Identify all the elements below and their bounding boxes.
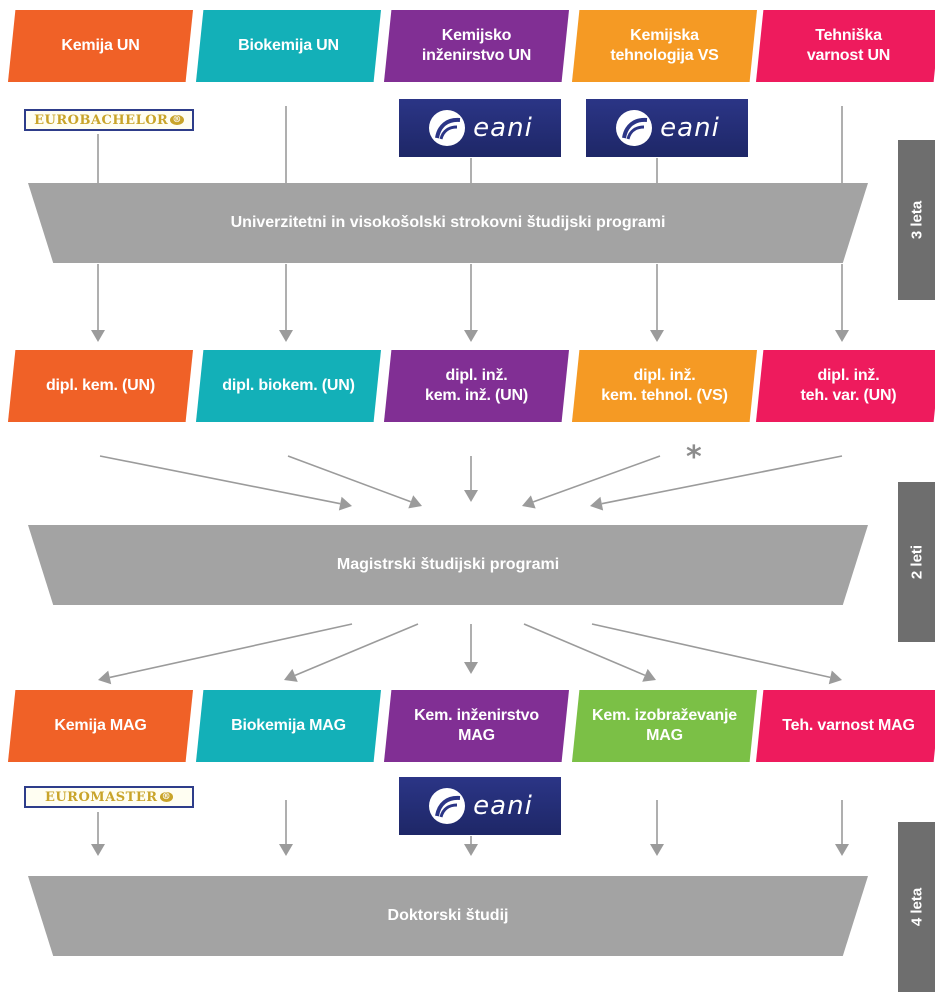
program-kemijsko-inzenirstvo-un: Kemijsko inženirstvo UN (384, 10, 569, 82)
eurobachelor-logo: Eurobachelor® (24, 109, 194, 131)
program-label: Teh. varnost MAG (782, 717, 915, 734)
program-label: Tehniška varnost UN (806, 27, 891, 64)
program-label: Biokemija UN (238, 37, 339, 54)
footnote-asterisk: * (686, 440, 702, 475)
program-biokemija-un: Biokemija UN (196, 10, 381, 82)
masters-to-program-arrow-line (591, 623, 831, 679)
degree-to-masters-arrow-head (464, 490, 478, 502)
masters-to-program-arrow-line (523, 623, 646, 677)
band-label: Doktorski študij (387, 907, 509, 924)
program-kem-izobrazevanje-mag: Kem. izobraževanje MAG (572, 690, 757, 762)
band-to-degree-arrow-head (464, 330, 478, 342)
program-teh-varnost-mag: Teh. varnost MAG (756, 690, 935, 762)
doctoral-band: Doktorski študij (28, 876, 868, 956)
masters-to-program-arrow-head (828, 670, 842, 685)
degree-to-masters-arrow-head (522, 495, 536, 509)
masters-to-program-arrow-head (284, 668, 298, 682)
duration-label: 3 leta (908, 200, 925, 240)
degree-to-masters-arrow-line (99, 455, 341, 505)
band-label: Magistrski študijski programi (336, 556, 560, 573)
degree-dipl-kem: dipl. kem. (UN) (8, 350, 193, 422)
registered-mark: ® (159, 792, 174, 802)
euromaster-logo: Euromaster® (24, 786, 194, 808)
degree-label: dipl. inž. kem. inž. (UN) (425, 367, 528, 404)
degree-to-masters-arrow-line (287, 455, 412, 503)
degree-dipl-inz-kem-tehnol: dipl. inž. kem. tehnol. (VS) (572, 350, 757, 422)
masters-band: Magistrski študijski programi (28, 525, 868, 605)
duration-undergraduate: 3 leta (898, 140, 935, 300)
program-label: Kem. inženirstvo MAG (414, 707, 539, 744)
degree-dipl-inz-kem-inz: dipl. inž. kem. inž. (UN) (384, 350, 569, 422)
degree-label: dipl. inž. teh. var. (UN) (800, 367, 897, 404)
feani-swoosh-icon (429, 110, 466, 146)
feani-swoosh-icon (616, 110, 653, 146)
program-label: Kemija MAG (54, 717, 147, 734)
masters-to-program-arrow-head (98, 670, 112, 685)
duration-masters: 2 leti (898, 482, 935, 642)
degree-to-masters-arrow-head (338, 496, 352, 511)
feani-logo: eani (399, 777, 561, 835)
band-to-degree-arrow-head (650, 330, 664, 342)
program-label: Kemija UN (61, 37, 140, 54)
program-kemijska-tehnologija-vs: Kemijska tehnologija VS (572, 10, 757, 82)
band-to-degree-arrow-head (91, 330, 105, 342)
program-label: Biokemija MAG (231, 717, 346, 734)
program-label: Kem. izobraževanje MAG (592, 707, 737, 744)
feani-text: eani (660, 113, 720, 143)
eurobachelor-text: Eurobachelor (34, 112, 169, 128)
degree-label: dipl. kem. (UN) (45, 377, 155, 394)
program-tehniska-varnost-un: Tehniška varnost UN (756, 10, 935, 82)
band-to-degree-arrow-head (835, 330, 849, 342)
degree-dipl-inz-teh-var: dipl. inž. teh. var. (UN) (756, 350, 935, 422)
band-label: Univerzitetni in visokošolski strokovni … (230, 214, 666, 231)
undergraduate-band: Univerzitetni in visokošolski strokovni … (28, 183, 868, 263)
degree-to-masters-arrow-head (590, 496, 604, 511)
program-label: Kemijsko inženirstvo UN (421, 27, 532, 64)
masters-to-doctoral-arrow-head (650, 844, 664, 856)
masters-to-program-arrow-head (464, 662, 478, 674)
degree-to-masters-arrow-line (601, 455, 843, 505)
feani-text: eani (473, 791, 533, 821)
euromaster-text: Euromaster (44, 789, 158, 805)
feani-swoosh-icon (429, 788, 466, 824)
feani-logo: eani (399, 99, 561, 157)
masters-to-program-arrow-line (294, 623, 419, 677)
degree-label: dipl. biokem. (UN) (222, 377, 355, 394)
band-to-degree-arrow-head (279, 330, 293, 342)
feani-text: eani (473, 113, 533, 143)
program-biokemija-mag: Biokemija MAG (196, 690, 381, 762)
program-label: Kemijska tehnologija VS (610, 27, 719, 64)
masters-to-doctoral-arrow-head (279, 844, 293, 856)
masters-to-doctoral-arrow-head (464, 844, 478, 856)
program-kemija-mag: Kemija MAG (8, 690, 193, 762)
masters-to-doctoral-arrow-head (835, 844, 849, 856)
duration-label: 4 leta (908, 887, 925, 927)
duration-label: 2 leti (908, 544, 925, 580)
degree-label: dipl. inž. kem. tehnol. (VS) (601, 367, 728, 404)
program-kemija-un: Kemija UN (8, 10, 193, 82)
feani-logo: eani (586, 99, 748, 157)
degree-to-masters-arrow-line (533, 455, 661, 503)
masters-to-program-arrow-head (642, 668, 656, 682)
degree-to-masters-arrow-head (408, 495, 422, 509)
degree-dipl-biokem: dipl. biokem. (UN) (196, 350, 381, 422)
duration-doctoral: 4 leta (898, 822, 935, 992)
registered-mark: ® (170, 115, 184, 125)
program-kem-inzenirstvo-mag: Kem. inženirstvo MAG (384, 690, 569, 762)
masters-to-program-arrow-line (109, 623, 353, 679)
masters-to-doctoral-arrow-head (91, 844, 105, 856)
